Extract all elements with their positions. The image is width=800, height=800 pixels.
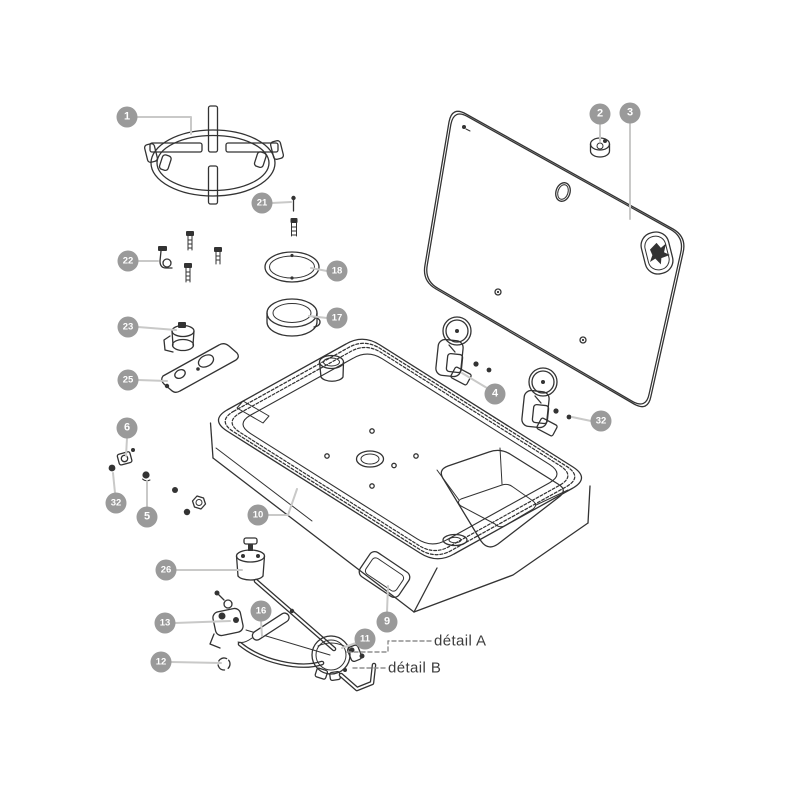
drain-panel-part xyxy=(358,551,411,598)
leader-line-9-drain-panel xyxy=(386,585,389,613)
electrode-part xyxy=(237,608,295,643)
fastener-part-5 xyxy=(142,471,151,482)
dashed-leader-detail_a xyxy=(346,640,432,653)
drain-hole xyxy=(442,533,468,547)
leader-line-12-circlip xyxy=(170,661,222,664)
circlip-part xyxy=(217,657,231,671)
regulator-part xyxy=(163,322,195,353)
screw-pin-part xyxy=(290,195,298,237)
leader-line-4-lid-hinge xyxy=(461,372,488,389)
lid-screw-mark xyxy=(462,125,471,132)
leader-line-18-burner-cap xyxy=(310,267,328,272)
burner-body-part xyxy=(266,298,321,337)
bolt-a xyxy=(186,231,194,251)
leader-line-32-hinge-screw xyxy=(571,416,592,422)
tap-hole-stub xyxy=(318,354,345,382)
lid-oval-hole xyxy=(555,182,571,202)
leader-line-16-electrode xyxy=(260,620,263,637)
lid-hinge-right-part xyxy=(520,367,559,438)
label-detail-b: détail B xyxy=(388,659,442,677)
sink-bowl xyxy=(436,447,569,548)
brand-emblem xyxy=(640,231,674,275)
injector-elbow-part xyxy=(158,246,173,269)
leader-line-13-igniter xyxy=(174,620,231,624)
label-detail-a: détail A xyxy=(434,632,487,650)
gas-valve-part xyxy=(235,537,337,652)
glass-lid-part xyxy=(423,110,685,408)
pan-support-grate-part xyxy=(143,105,285,205)
leader-line-11-burner-assembly xyxy=(341,642,357,649)
bolts-and-elbow-part xyxy=(158,231,222,283)
leader-line-25-mounting-bracket xyxy=(137,379,168,382)
bolt-b xyxy=(214,247,222,265)
leader-line-10-basin xyxy=(267,488,298,516)
small-chip xyxy=(172,487,178,493)
bolt-c xyxy=(184,263,192,283)
lid-hole-left xyxy=(494,288,502,296)
leader-line-6-nut xyxy=(125,437,128,457)
mounting-bracket-part xyxy=(161,343,239,393)
small-fasteners-left xyxy=(108,448,207,516)
leader-line-32-screw xyxy=(112,472,116,494)
leader-line-21-screw xyxy=(271,201,292,204)
nut-part-6 xyxy=(116,448,135,466)
small-nut xyxy=(183,508,191,516)
burner-assembly-part xyxy=(311,635,377,692)
hex-nut xyxy=(191,495,207,510)
dashed-leader-lines xyxy=(346,640,432,669)
rim-slot xyxy=(236,400,270,424)
lid-hole-right xyxy=(579,336,587,344)
leader-line-1-pan-support-grate xyxy=(136,116,192,135)
screw-32-left xyxy=(108,464,116,472)
burner-cap-part xyxy=(264,251,320,283)
basin-part xyxy=(209,338,591,613)
leader-line-23-regulator xyxy=(137,326,177,331)
hob-burner-hole xyxy=(324,428,419,489)
leader-line-17-burner-body xyxy=(308,315,328,319)
leader-lines xyxy=(112,116,631,664)
